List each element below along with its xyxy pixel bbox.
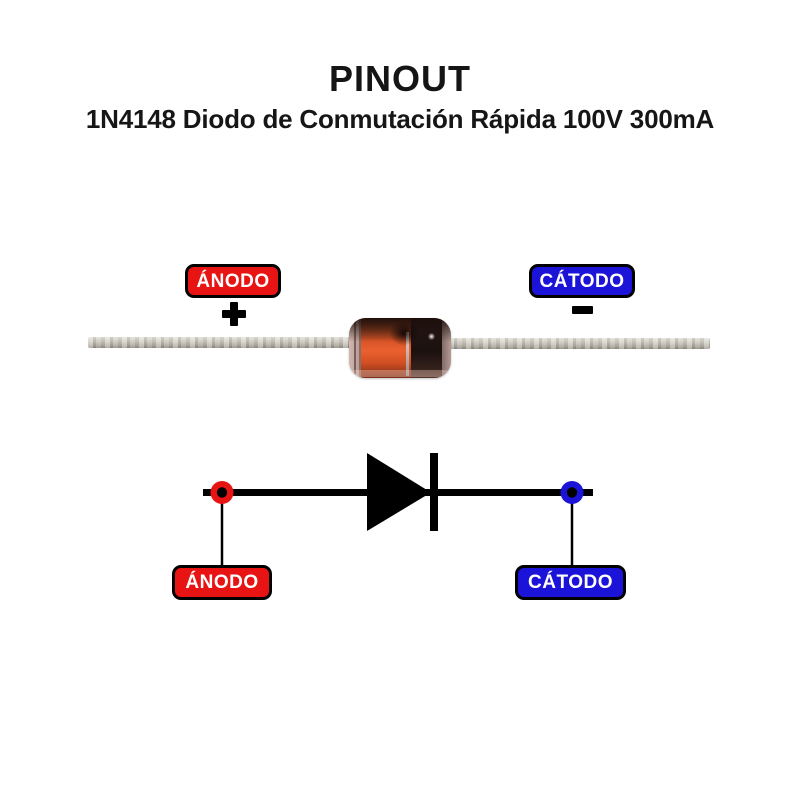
- cathode-label-schematic: CÁTODO: [515, 565, 626, 600]
- diode-specular-highlight: [428, 333, 435, 340]
- diode-dark-reflection: [389, 320, 419, 346]
- diode-lead-left: [88, 337, 351, 348]
- page-subtitle: 1N4148 Diodo de Conmutación Rápida 100V …: [85, 104, 715, 134]
- cathode-terminal-dot-center: [566, 487, 578, 498]
- diode-photo-body: [349, 318, 451, 378]
- diode-schematic: [203, 453, 593, 567]
- page-title: PINOUT: [328, 58, 471, 99]
- cathode-label-photo: CÁTODO: [529, 264, 635, 298]
- anode-terminal-dot-center: [216, 487, 228, 498]
- diode-glass-reflection-stripe: [359, 318, 361, 378]
- diode-symbol-cathode-bar: [430, 453, 438, 531]
- anode-label-schematic: ÁNODO: [172, 565, 272, 600]
- diode-symbol-triangle: [367, 453, 431, 531]
- minus-icon: [572, 306, 593, 314]
- diode-glass-right: [442, 318, 451, 378]
- diode-glass-reflection-stripe: [354, 318, 356, 378]
- diode-lead-right: [449, 338, 710, 349]
- diode-internal-pin: [406, 332, 409, 376]
- anode-label-photo: ÁNODO: [185, 264, 281, 298]
- plus-icon: [222, 302, 246, 326]
- diode-bottom-glare: [351, 370, 449, 377]
- plus-icon-bar-v: [230, 302, 238, 326]
